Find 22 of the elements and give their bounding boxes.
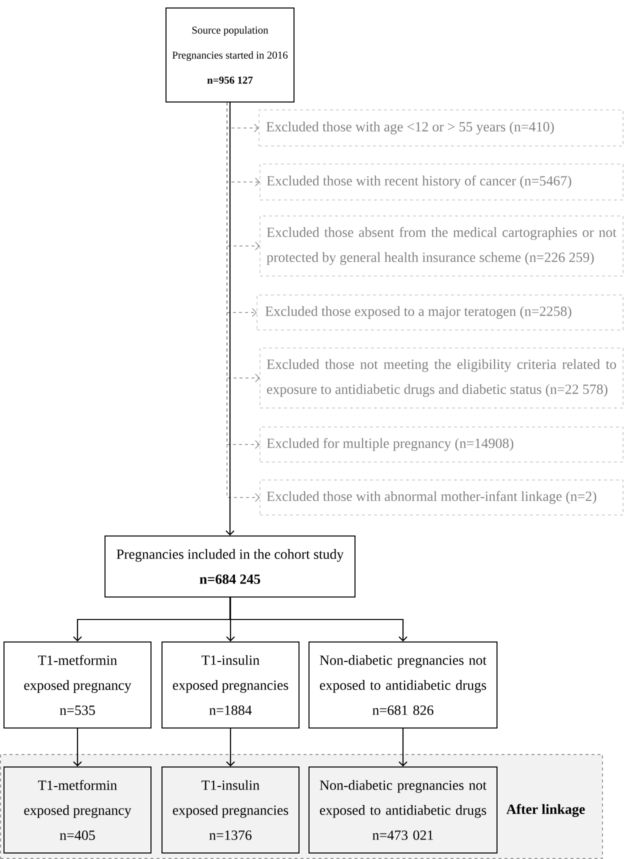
process-box: T1-insulin exposed pregnancies n=1884 bbox=[162, 642, 300, 728]
exclusion-box: Excluded those with recent history of cancer (n=5467) bbox=[260, 164, 624, 200]
arrow bbox=[226, 728, 235, 766]
process-box: Pregnancies included in the cohort study n=684 245 bbox=[104, 536, 356, 598]
exclusion-box: Excluded those not meeting the eligibility criteria related to exposure to antidiabetic drugs and diabetic status (n=22 578) bbox=[260, 348, 624, 408]
arrow bbox=[226, 598, 235, 642]
process-box: T1-metformin exposed pregnancy n=535 bbox=[4, 642, 152, 728]
process-box: Non-diabetic pregnancies not exposed to antidiabetic drugs n=473 021 bbox=[308, 766, 498, 854]
arrow bbox=[73, 728, 82, 766]
process-box: T1-metformin exposed pregnancy n=405 bbox=[4, 766, 152, 854]
arrow bbox=[226, 102, 234, 536]
exclusion-box: Excluded those with abnormal mother-infant linkage (n=2) bbox=[260, 480, 624, 516]
process-box: Source population Pregnancies started in 2016 n=956 127 bbox=[166, 8, 294, 102]
process-box: Non-diabetic pregnancies not exposed to antidiabetic drugs n=681 826 bbox=[308, 642, 498, 728]
exclusion-box: Excluded for multiple pregnancy (n=14908) bbox=[260, 426, 624, 462]
region-label: After linkage bbox=[506, 804, 585, 817]
arrow bbox=[398, 728, 408, 766]
arrow bbox=[229, 598, 408, 642]
exclusion-box: Excluded those with age <12 or > 55 years (n=410) bbox=[258, 110, 624, 146]
process-box: T1-insulin exposed pregnancies n=1376 bbox=[162, 766, 300, 854]
exclusion-box: Excluded those exposed to a major teratogen (n=2258) bbox=[256, 294, 624, 330]
exclusion-box: Excluded those absent from the medical cartographies or not protected by general health insurance scheme (n=226 259) bbox=[260, 216, 624, 276]
